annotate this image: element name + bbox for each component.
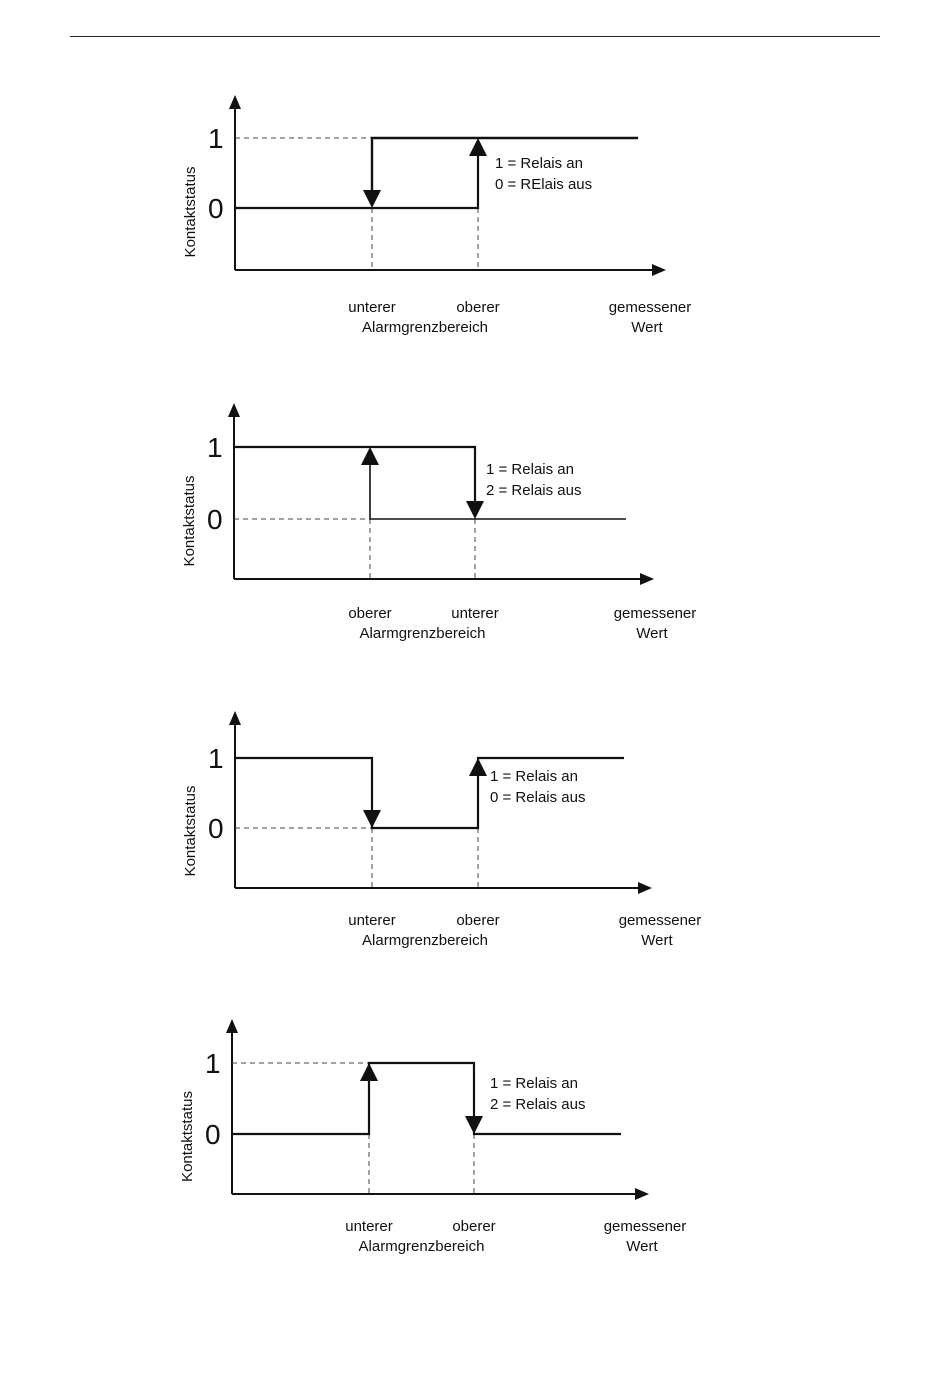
y-tick-1: 1 bbox=[208, 743, 224, 774]
x-axis-arrow-icon bbox=[638, 882, 652, 894]
legend-line-2: 2 = Relais aus bbox=[486, 482, 581, 499]
signal-lower-trace bbox=[369, 465, 626, 520]
x-value-label-2: Wert bbox=[626, 1238, 658, 1255]
arrow-down-icon bbox=[465, 1116, 483, 1134]
arrow-up-icon bbox=[361, 447, 379, 465]
y-tick-0: 0 bbox=[208, 813, 224, 844]
arrow-up-icon bbox=[469, 758, 487, 776]
x-value-label-1: gemessener bbox=[604, 1218, 687, 1235]
signal-trace bbox=[235, 156, 480, 210]
legend-line-2: 2 = Relais aus bbox=[490, 1096, 585, 1113]
y-tick-0: 0 bbox=[207, 504, 223, 535]
signal-trace bbox=[232, 1061, 621, 1136]
signal-trace bbox=[235, 756, 624, 830]
x-value-label-2: Wert bbox=[641, 932, 673, 949]
y-tick-1: 1 bbox=[205, 1048, 221, 1079]
signal-trace bbox=[234, 445, 477, 501]
arrow-up-icon bbox=[360, 1063, 378, 1081]
x-label-right: oberer bbox=[456, 299, 499, 316]
y-tick-0: 0 bbox=[208, 193, 224, 224]
arrow-down-icon bbox=[363, 190, 381, 208]
x-label-right: unterer bbox=[451, 605, 499, 622]
legend-line-1: 1 = Relais an bbox=[490, 1075, 578, 1092]
y-axis-arrow-icon bbox=[228, 403, 240, 417]
arrow-down-icon bbox=[466, 501, 484, 519]
x-label-left: unterer bbox=[345, 1218, 393, 1235]
x-label-center: Alarmgrenzbereich bbox=[362, 932, 488, 949]
y-tick-1: 1 bbox=[208, 123, 224, 154]
y-axis-arrow-icon bbox=[226, 1019, 238, 1033]
x-axis-arrow-icon bbox=[635, 1188, 649, 1200]
y-axis-label: Kontaktstatus bbox=[182, 786, 199, 877]
x-label-right: oberer bbox=[452, 1218, 495, 1235]
x-axis-arrow-icon bbox=[652, 264, 666, 276]
x-value-label-1: gemessener bbox=[609, 299, 692, 316]
y-axis-arrow-icon bbox=[229, 711, 241, 725]
legend-line-1: 1 = Relais an bbox=[486, 461, 574, 478]
y-axis-label: Kontaktstatus bbox=[182, 167, 199, 258]
diagram-1: 1 0 Kontaktstatus 1 = Relais an 0 = RElais a… bbox=[182, 95, 691, 336]
y-tick-0: 0 bbox=[205, 1119, 221, 1150]
x-label-center: Alarmgrenzbereich bbox=[360, 625, 486, 642]
legend-line-1: 1 = Relais an bbox=[495, 155, 583, 172]
diagram-4: 1 0 Kontaktstatus 1 = Relais an 2 = Relais a… bbox=[179, 1019, 686, 1255]
arrow-down-icon bbox=[363, 810, 381, 828]
y-tick-1: 1 bbox=[207, 432, 223, 463]
x-label-left: oberer bbox=[348, 605, 391, 622]
legend-line-2: 0 = Relais aus bbox=[490, 789, 585, 806]
x-axis-arrow-icon bbox=[640, 573, 654, 585]
y-axis-arrow-icon bbox=[229, 95, 241, 109]
y-axis-label: Kontaktstatus bbox=[181, 476, 198, 567]
x-value-label-1: gemessener bbox=[614, 605, 697, 622]
signal-upper-trace bbox=[370, 136, 638, 190]
top-rule bbox=[70, 36, 880, 37]
x-value-label-2: Wert bbox=[636, 625, 668, 642]
x-label-right: oberer bbox=[456, 912, 499, 929]
y-axis-label: Kontaktstatus bbox=[179, 1091, 196, 1182]
legend-line-2: 0 = RElais aus bbox=[495, 176, 592, 193]
legend-line-1: 1 = Relais an bbox=[490, 768, 578, 785]
x-label-center: Alarmgrenzbereich bbox=[362, 319, 488, 336]
diagram-3: 1 0 Kontaktstatus 1 = Relais an 0 = Relais a… bbox=[182, 711, 701, 949]
x-label-left: unterer bbox=[348, 299, 396, 316]
x-label-left: unterer bbox=[348, 912, 396, 929]
x-value-label-2: Wert bbox=[631, 319, 663, 336]
x-value-label-1: gemessener bbox=[619, 912, 702, 929]
arrow-up-icon bbox=[469, 138, 487, 156]
diagram-2: 1 0 Kontaktstatus 1 = Relais an 2 = Relais a… bbox=[181, 403, 696, 642]
x-label-center: Alarmgrenzbereich bbox=[359, 1238, 485, 1255]
